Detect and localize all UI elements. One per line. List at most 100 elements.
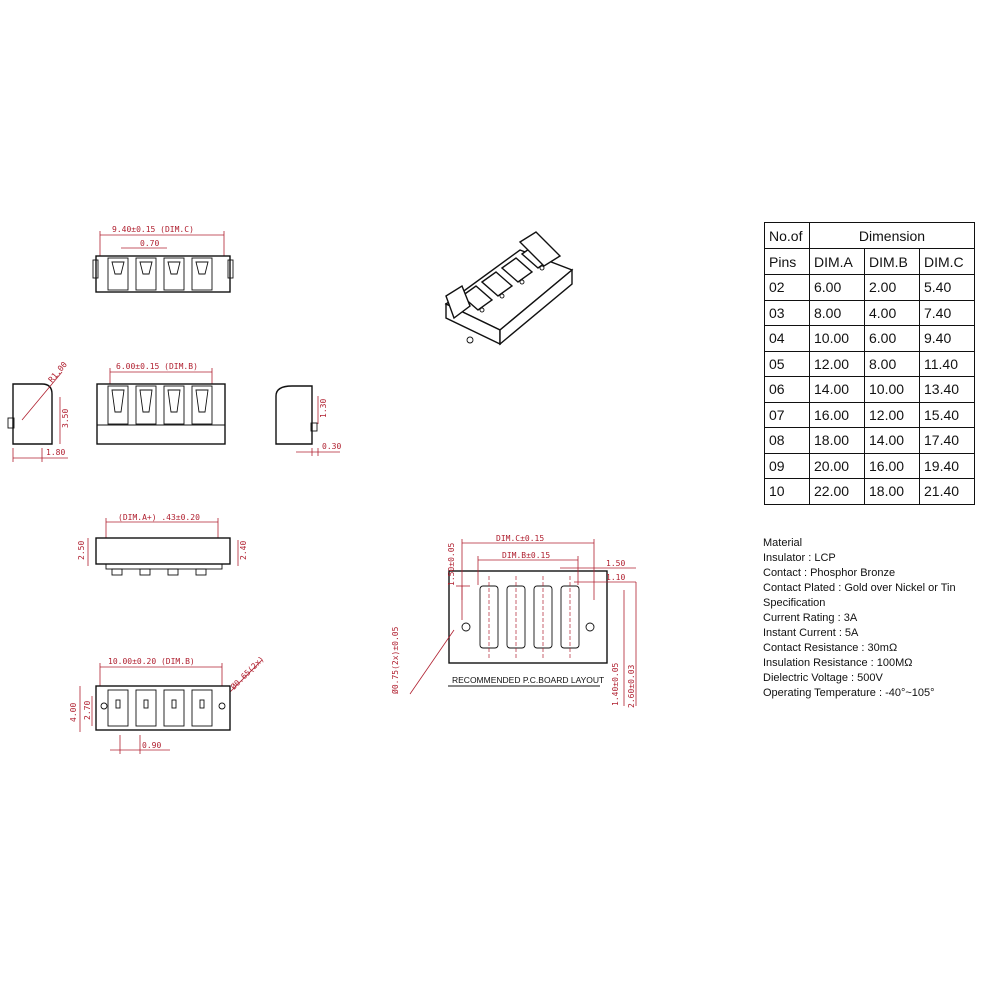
front-pin-contact: [195, 389, 209, 413]
table-cell-dim: 4.00: [864, 299, 920, 326]
table-cell-dim: 12.00: [809, 350, 865, 377]
top-pin-slot: [191, 257, 213, 291]
iso-pin-hole: [519, 279, 525, 285]
front-pin-contact: [111, 389, 125, 413]
table-cell-pins: 05: [764, 350, 810, 377]
left-height-dim: 3.50: [61, 409, 70, 428]
pcb-left-offset: 1.50±0.05: [447, 542, 456, 586]
pcb-dim-c: DIM.C±0.15: [496, 534, 544, 543]
table-col-b: DIM.B: [864, 248, 920, 275]
iso-pin-block: [480, 271, 514, 297]
table-cell-dim: 19.40: [919, 452, 975, 479]
iso-pin-hole: [479, 307, 485, 313]
top-pin-slot: [107, 257, 129, 291]
table-cell-dim: 8.00: [864, 350, 920, 377]
front-view: 6.00±0.15 (DIM.B): [96, 362, 226, 445]
left-radius-dim: R1.00: [47, 360, 69, 384]
pcb-dim-b: DIM.B±0.15: [502, 551, 550, 560]
pcb-v1-dim: 1.40±0.05: [611, 662, 620, 706]
table-cell-dim: 21.40: [919, 478, 975, 505]
table-cell-dim: 10.00: [864, 376, 920, 403]
bottom-pin-hole: [171, 699, 177, 709]
iso-pin-hole: [539, 265, 545, 271]
table-header-pins: No.of: [764, 222, 810, 249]
bottom-pin-slot: [135, 689, 157, 727]
top-view: 9.40±0.15 (DIM.C) 0.70: [92, 225, 234, 293]
spec-dielectric-voltage: Dielectric Voltage : 500V: [763, 672, 883, 684]
top-pin-contact: [195, 261, 209, 275]
spec-instant-current: Instant Current : 5A: [763, 627, 859, 639]
table-col-c: DIM.C: [919, 248, 975, 275]
pcb-v2-dim: 2.60±0.03: [627, 664, 636, 708]
table-cell-dim: 20.00: [809, 452, 865, 479]
side-left-height-dim: 2.50: [77, 541, 86, 560]
front-pin-contact: [167, 389, 181, 413]
table-cell-dim: 14.00: [864, 427, 920, 454]
table-col-a: DIM.A: [809, 248, 865, 275]
table-header-pins-2: Pins: [764, 248, 810, 275]
top-pin-contact: [111, 261, 125, 275]
table-cell-dim: 6.00: [809, 274, 865, 301]
top-pin-slot: [163, 257, 185, 291]
iso-pin-block: [460, 285, 494, 311]
table-cell-pins: 03: [764, 299, 810, 326]
table-cell-pins: 04: [764, 325, 810, 352]
front-pin-slot: [191, 385, 213, 425]
spec-contact-resistance: Contact Resistance : 30mΩ: [763, 642, 898, 654]
bottom-hole-dim: Ø0.65(2x): [228, 654, 266, 692]
front-pin-slot: [107, 385, 129, 425]
dimension-table: No.of Dimension Pins DIM.A DIM.B DIM.C 0…: [764, 222, 975, 505]
table-cell-dim: 13.40: [919, 376, 975, 403]
spec-block: Material Insulator : LCP Contact : Phosp…: [763, 536, 956, 701]
front-pin-slot: [135, 385, 157, 425]
side-foot: [195, 568, 207, 576]
table-cell-dim: 9.40: [919, 325, 975, 352]
table-cell-dim: 16.00: [864, 452, 920, 479]
spec-contact: Contact : Phosphor Bronze: [763, 567, 896, 579]
table-cell-dim: 2.00: [864, 274, 920, 301]
table-cell-dim: 18.00: [809, 427, 865, 454]
bottom-outer-height-dim: 4.00: [69, 703, 78, 722]
bottom-pin-hole: [143, 699, 149, 709]
side-foot: [167, 568, 179, 576]
top-overall-dim: 9.40±0.15 (DIM.C): [112, 225, 194, 234]
table-cell-pins: 10: [764, 478, 810, 505]
side-foot: [111, 568, 123, 576]
table-cell-dim: 11.40: [919, 350, 975, 377]
right-height-dim: 1.30: [319, 399, 328, 418]
bottom-pitch-dim: 0.90: [142, 741, 161, 750]
bottom-width-dim: 10.00±0.20 (DIM.B): [108, 657, 195, 666]
spec-insulator: Insulator : LCP: [763, 552, 836, 564]
side-right-height-dim: 2.40: [239, 541, 248, 560]
table-cell-dim: 22.00: [809, 478, 865, 505]
table-cell-pins: 09: [764, 452, 810, 479]
bottom-pin-slot: [191, 689, 213, 727]
table-cell-pins: 07: [764, 401, 810, 428]
table-cell-dim: 15.40: [919, 401, 975, 428]
spec-current-rating: Current Rating : 3A: [763, 612, 858, 624]
material-title: Material: [763, 537, 803, 549]
top-pin-contact: [139, 261, 153, 275]
pcb-right-b: 1.10: [606, 573, 625, 582]
table-cell-dim: 17.40: [919, 427, 975, 454]
iso-pin-hole: [499, 293, 505, 299]
bottom-pin-slot: [163, 689, 185, 727]
bottom-pin-hole: [199, 699, 205, 709]
table-cell-pins: 02: [764, 274, 810, 301]
spec-insulation-resistance: Insulation Resistance : 100MΩ: [763, 657, 913, 669]
table-cell-pins: 08: [764, 427, 810, 454]
top-pin-contact: [167, 261, 181, 275]
top-pitch-dim: 0.70: [140, 239, 159, 248]
table-cell-dim: 7.40: [919, 299, 975, 326]
bottom-pin-slot: [107, 689, 129, 727]
right-offset-dim: 0.30: [322, 442, 341, 451]
left-depth-dim: 1.80: [46, 448, 65, 457]
